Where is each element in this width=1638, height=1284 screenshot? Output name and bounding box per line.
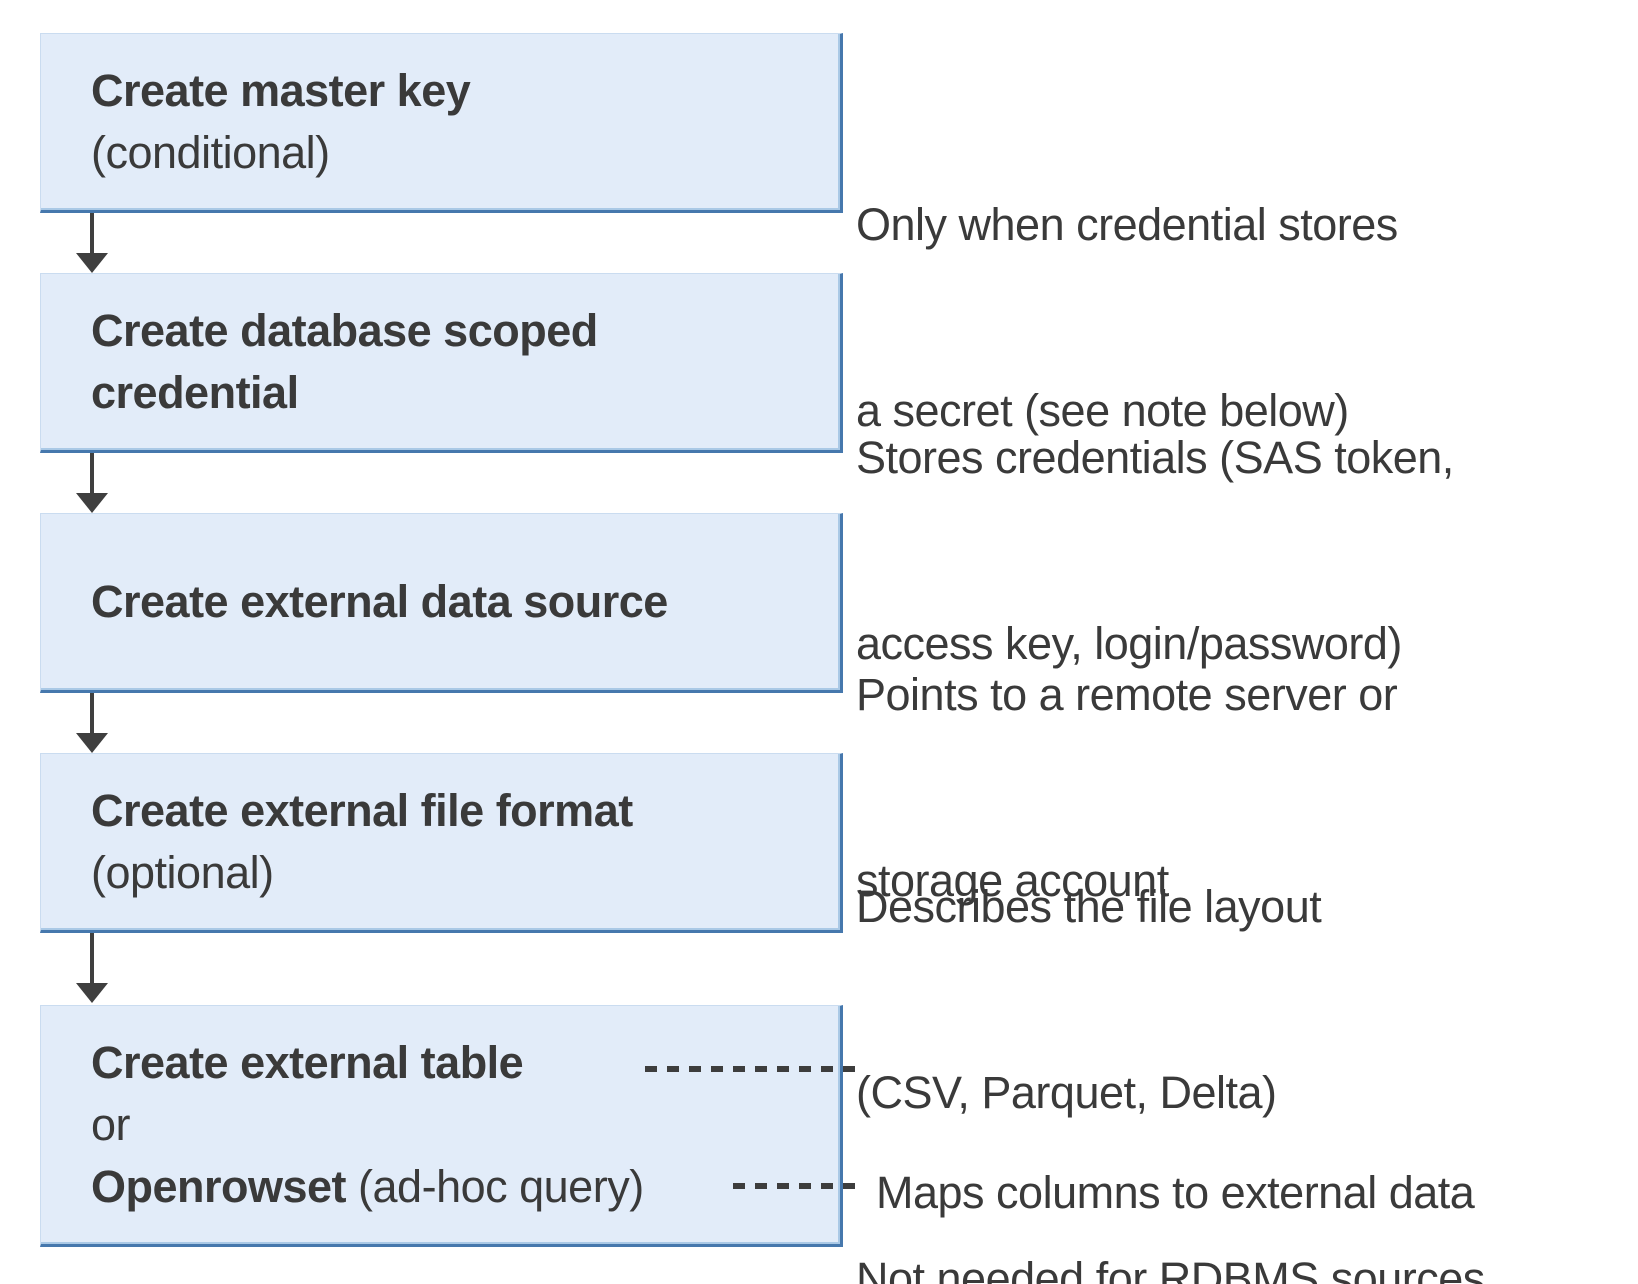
step-subtitle: (optional) [91,842,840,904]
step-box-create-external-table-or-openrowset: Create external table or Openrowset (ad-… [40,1005,843,1247]
note-line: Stores credentials (SAS token, [856,432,1454,483]
note-credential: Stores credentials (SAS token, access ke… [856,303,1454,799]
note-line: Query files without a table [876,1280,1380,1284]
flow-arrow-down-icon [76,693,108,753]
step-title: Create database scoped [91,300,840,362]
arrow-shaft [90,933,94,983]
note-line: Maps columns to external data [876,1167,1475,1218]
arrow-head [76,733,108,753]
flow-arrow-down-icon [76,933,108,1003]
step-subtitle-text: (ad-hoc query) [346,1161,644,1212]
step-title-bold: Create external table [91,1037,524,1088]
note-line: storage account [856,855,1169,906]
dashed-connector-external-table [645,1066,862,1072]
arrow-head [76,983,108,1003]
step-title: Create external data source [91,571,840,633]
step-title-line3: Openrowset (ad-hoc query) [91,1156,840,1218]
note-external-table: Maps columns to external data [876,1038,1475,1284]
step-box-create-external-file-format: Create external file format (optional) [40,753,843,933]
note-master-key: Only when credential stores a secret (se… [856,70,1398,566]
flow-arrow-down-icon [76,453,108,513]
step-title: Create master key [91,60,840,122]
arrow-head [76,253,108,273]
note-openrowset: Query files without a table [876,1156,1380,1284]
step-subtitle-text: (optional) [91,847,274,898]
step-subtitle-text: (conditional) [91,127,330,178]
step-box-create-master-key: Create master key (conditional) [40,33,843,213]
arrow-head [76,493,108,513]
step-title-bold: Openrowset [91,1161,347,1212]
note-line: a secret (see note below) [856,385,1349,436]
note-file-format: Describes the file layout (CSV, Parquet,… [856,752,1485,1284]
step-box-create-external-data-source: Create external data source [40,513,843,693]
step-box-create-database-scoped-credential: Create database scoped credential [40,273,843,453]
step-title: Create external file format [91,780,840,842]
step-subtitle: (conditional) [91,122,840,184]
note-line: (CSV, Parquet, Delta) [856,1067,1277,1118]
step-title-bold: Create master key [91,65,471,116]
flow-arrow-down-icon [76,213,108,273]
step-title-bold: credential [91,367,299,418]
note-line: Not needed for RDBMS sources [856,1253,1485,1284]
dashed-connector-openrowset [733,1183,863,1189]
step-title-bold: Create database scoped [91,305,598,356]
step-or-label: or [91,1094,840,1156]
note-data-source: Points to a remote server or storage acc… [856,540,1398,1036]
arrow-shaft [90,213,94,253]
note-line: Points to a remote server or [856,669,1398,720]
step-title-line2: credential [91,362,840,424]
arrow-shaft [90,693,94,733]
step-title: Create external table [91,1032,840,1094]
or-text: or [91,1099,131,1150]
note-line: Only when credential stores [856,199,1398,250]
step-title-bold: Create external data source [91,576,668,627]
arrow-shaft [90,453,94,493]
note-line: access key, login/password) [856,618,1402,669]
note-line: Describes the file layout [856,881,1322,932]
step-title-bold: Create external file format [91,785,633,836]
